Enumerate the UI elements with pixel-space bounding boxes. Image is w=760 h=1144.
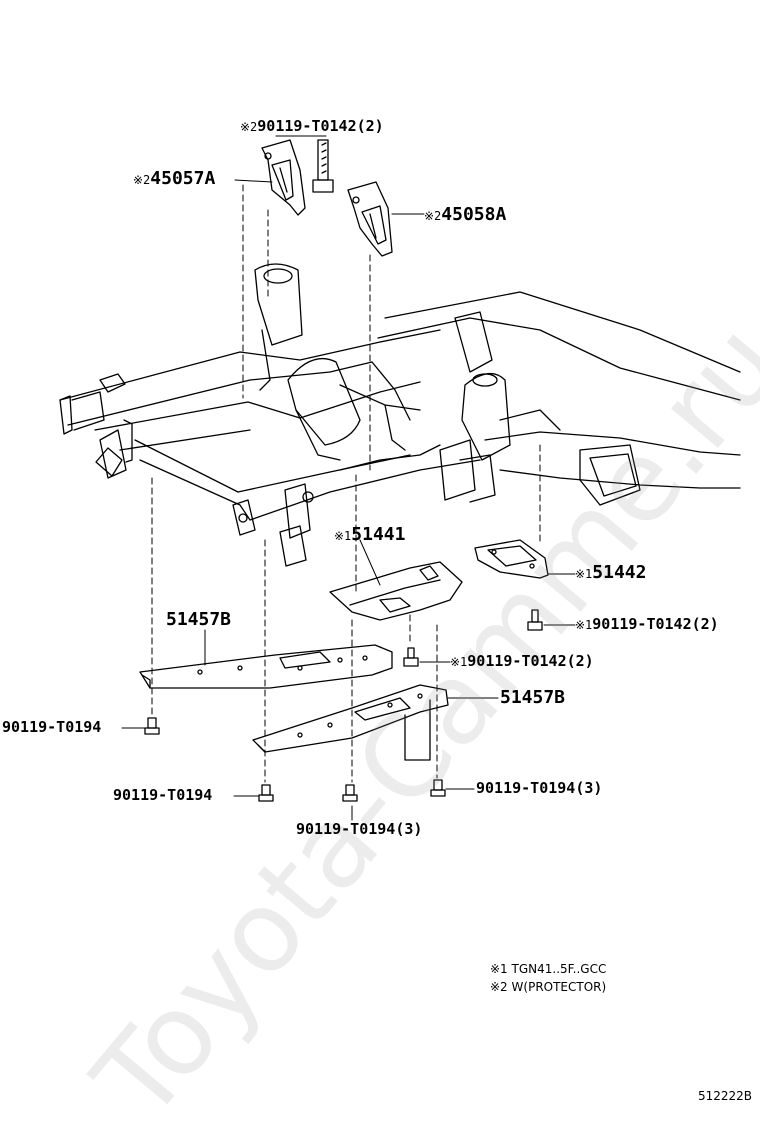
bolt-90119-t0142-upper (312, 139, 334, 193)
label-bolt-left: 90119-T0194 (2, 718, 102, 736)
bolt-51442-icon (527, 609, 543, 631)
bolt-icons (144, 609, 543, 802)
crossmember-51457b-rear (252, 684, 449, 761)
bracket-45058a (347, 181, 393, 257)
crossmember-51457b-front (139, 644, 393, 689)
bolt-left-icon (144, 717, 160, 735)
assembly-lines (151, 184, 541, 783)
label-bolt-lower-right: 90119-T0194(3) (476, 779, 603, 797)
label-bolt-45057: ※290119-T0142(2) (240, 117, 384, 135)
leader-lines (121, 135, 576, 821)
vehicle-frame (59, 263, 741, 567)
label-bolt-lower-center: 90119-T0194(3) (296, 820, 423, 838)
protector-51442 (474, 539, 549, 579)
label-bolt-51442: ※190119-T0142(2) (575, 615, 719, 633)
label-51442: ※151442 (575, 562, 647, 583)
label-45057a: ※245057A (133, 168, 216, 189)
bolt-lower-center-icon (342, 784, 358, 802)
label-bolt-51441: ※190119-T0142(2) (450, 652, 594, 670)
bolt-lower-right-icon (430, 779, 446, 797)
label-51457b-rear: 51457B (500, 687, 566, 708)
label-51441: ※151441 (334, 524, 406, 545)
legend-item-1: ※1 TGN41..5F..GCC (490, 962, 607, 976)
label-51457b-front: 51457B (166, 609, 232, 630)
label-45058a: ※245058A (424, 204, 507, 225)
parts-diagram (59, 135, 741, 821)
bolt-51441-icon (403, 647, 419, 667)
bracket-45057a (261, 139, 306, 216)
legend-item-2: ※2 W(PROTECTOR) (490, 980, 607, 994)
bolt-lower-left-icon (258, 784, 274, 802)
label-bolt-lower-left: 90119-T0194 (113, 786, 213, 804)
diagram-id: 512222B (698, 1089, 753, 1103)
protector-51441 (329, 561, 463, 621)
